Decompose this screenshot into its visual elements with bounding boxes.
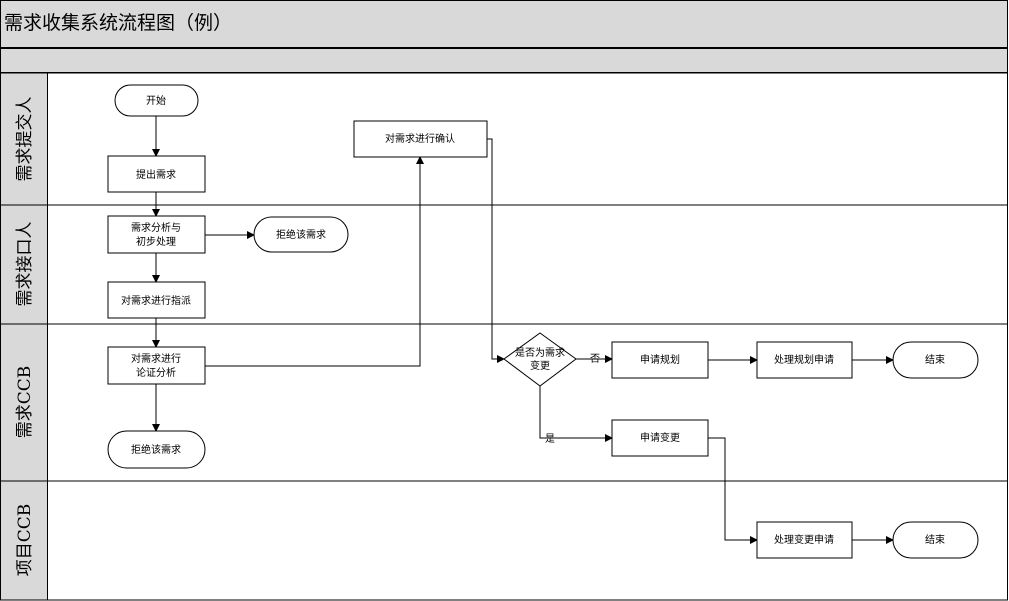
nodes: 开始 提出需求 需求分析与 初步处理 拒绝该需求 对需求进行指派 对需求进行 论…: [107, 84, 979, 559]
node-apply-plan: [611, 341, 709, 379]
node-start-label: 开始: [146, 94, 166, 107]
lane-label-submitter: 需求提交人: [15, 97, 35, 182]
lane-label-ccb: 需求CCB: [15, 366, 35, 439]
node-apply-plan-label: 申请规划: [640, 353, 680, 366]
node-argue: [107, 346, 206, 385]
node-end-2: [892, 521, 979, 559]
node-submit: [107, 155, 206, 193]
node-decision: [503, 332, 577, 387]
edge-argue-confirm: [205, 156, 424, 367]
node-end-1-label: 结束: [925, 353, 945, 366]
edge-confirm-decision: [487, 138, 505, 363]
lane-label-project-ccb: 项目CCB: [15, 504, 35, 577]
node-analyze: [107, 215, 206, 254]
swimlanes: 需求提交人 需求接口人 需求CCB 项目CCB: [0, 72, 1008, 601]
node-reject-2-label: 拒绝该需求: [131, 443, 181, 456]
lane-label-cell-project-ccb: [0, 480, 48, 601]
node-confirm: [353, 120, 488, 158]
node-submit-label: 提出需求: [136, 168, 176, 181]
node-analyze-label-line1: 需求分析与: [131, 221, 181, 234]
node-end-1: [892, 341, 979, 379]
diagram-title: 需求收集系统流程图（例）: [4, 12, 232, 34]
node-apply-change-label: 申请变更: [640, 431, 680, 444]
edge-label-no: 否: [590, 353, 600, 365]
node-handle-plan: [756, 341, 853, 379]
sub-header-bar: [0, 48, 1008, 73]
title-bar: [0, 0, 1008, 48]
node-handle-plan-label: 处理规划申请: [774, 353, 834, 366]
node-reject-2: [107, 430, 206, 469]
node-decision-label-line1: 是否为需求: [515, 347, 565, 359]
edge-apply-change-handle-change: [708, 437, 758, 544]
node-reject-1-label: 拒绝该需求: [276, 228, 326, 241]
edge-decision-apply-change: [539, 386, 613, 442]
node-reject-1: [253, 216, 349, 253]
lane-label-cell-ccb: [0, 323, 48, 482]
node-apply-change: [611, 419, 709, 457]
node-handle-change: [756, 521, 853, 559]
node-handle-change-label: 处理变更申请: [774, 533, 834, 546]
node-start: [114, 84, 199, 117]
lane-label-cell-submitter: [0, 72, 48, 206]
node-assign-label: 对需求进行指派: [121, 294, 191, 307]
node-argue-label-line1: 对需求进行: [131, 352, 181, 365]
connectors: [152, 116, 894, 544]
lane-label-interface: 需求接口人: [15, 222, 35, 307]
node-confirm-label: 对需求进行确认: [385, 132, 455, 145]
node-assign: [107, 281, 206, 319]
node-end-2-label: 结束: [925, 533, 945, 546]
node-argue-label-line2: 论证分析: [136, 366, 176, 379]
node-analyze-label-line2: 初步处理: [136, 235, 176, 248]
edge-label-yes: 是: [545, 433, 555, 445]
node-decision-label-line2: 变更: [530, 359, 550, 372]
